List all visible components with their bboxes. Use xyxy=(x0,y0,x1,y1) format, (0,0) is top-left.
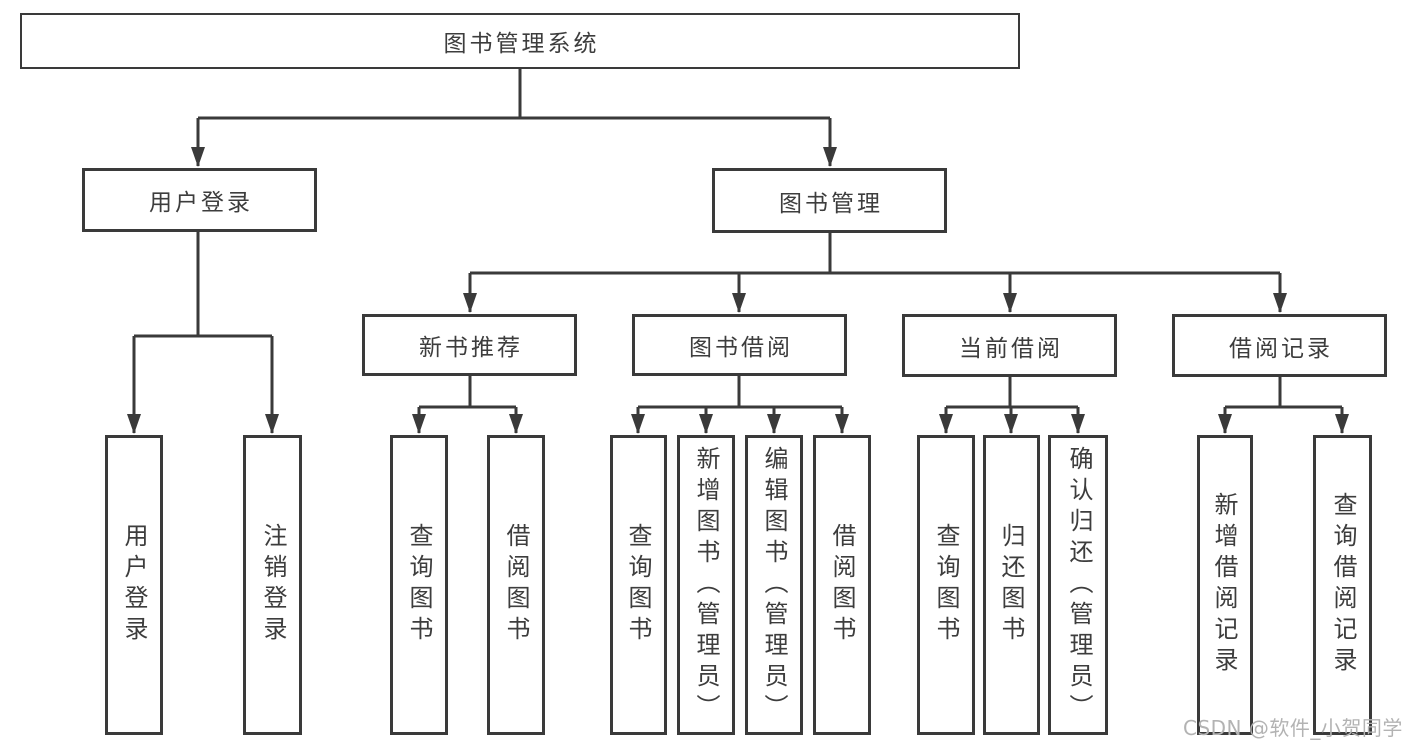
leaf-add-books-admin: 新增图书（管理员） xyxy=(677,435,735,735)
leaf-add-borrow-record: 新增借阅记录 xyxy=(1197,435,1253,735)
connector-borrowing-records-to-leaves xyxy=(1218,376,1349,434)
leaf-return-books: 归还图书 xyxy=(983,435,1040,735)
connector-user-login-to-leaves xyxy=(127,232,279,434)
node-book-management-module: 图书管理 xyxy=(712,168,947,233)
node-new-book-recommend: 新书推荐 xyxy=(362,314,577,376)
node-user-login-module: 用户登录 xyxy=(82,168,317,232)
node-library-management-system: 图书管理系统 xyxy=(20,13,1020,69)
node-current-borrowing: 当前借阅 xyxy=(902,314,1117,377)
leaf-edit-books-admin: 编辑图书（管理员） xyxy=(745,435,803,735)
connector-root-to-level2 xyxy=(191,69,837,167)
connector-current-borrowing-to-leaves xyxy=(939,376,1085,434)
leaf-borrow-books-borrowing: 借阅图书 xyxy=(813,435,871,735)
connector-book-management-to-level3 xyxy=(463,233,1287,313)
leaf-confirm-return-admin: 确认归还（管理员） xyxy=(1048,435,1108,735)
node-book-borrowing: 图书借阅 xyxy=(632,314,847,376)
leaf-query-books-borrowing: 查询图书 xyxy=(610,435,667,735)
node-borrowing-records: 借阅记录 xyxy=(1172,314,1387,377)
watermark: CSDN @软件_小贺同学 xyxy=(1183,716,1403,740)
connector-new-book-recommend-to-leaves xyxy=(412,376,523,434)
leaf-logout: 注销登录 xyxy=(243,435,302,735)
leaf-query-borrow-record: 查询借阅记录 xyxy=(1313,435,1372,735)
leaf-query-books-recommend: 查询图书 xyxy=(390,435,448,735)
leaf-user-login: 用户登录 xyxy=(105,435,163,735)
leaf-borrow-books-recommend: 借阅图书 xyxy=(487,435,545,735)
leaf-query-books-current: 查询图书 xyxy=(917,435,975,735)
connector-book-borrowing-to-leaves xyxy=(631,376,849,434)
